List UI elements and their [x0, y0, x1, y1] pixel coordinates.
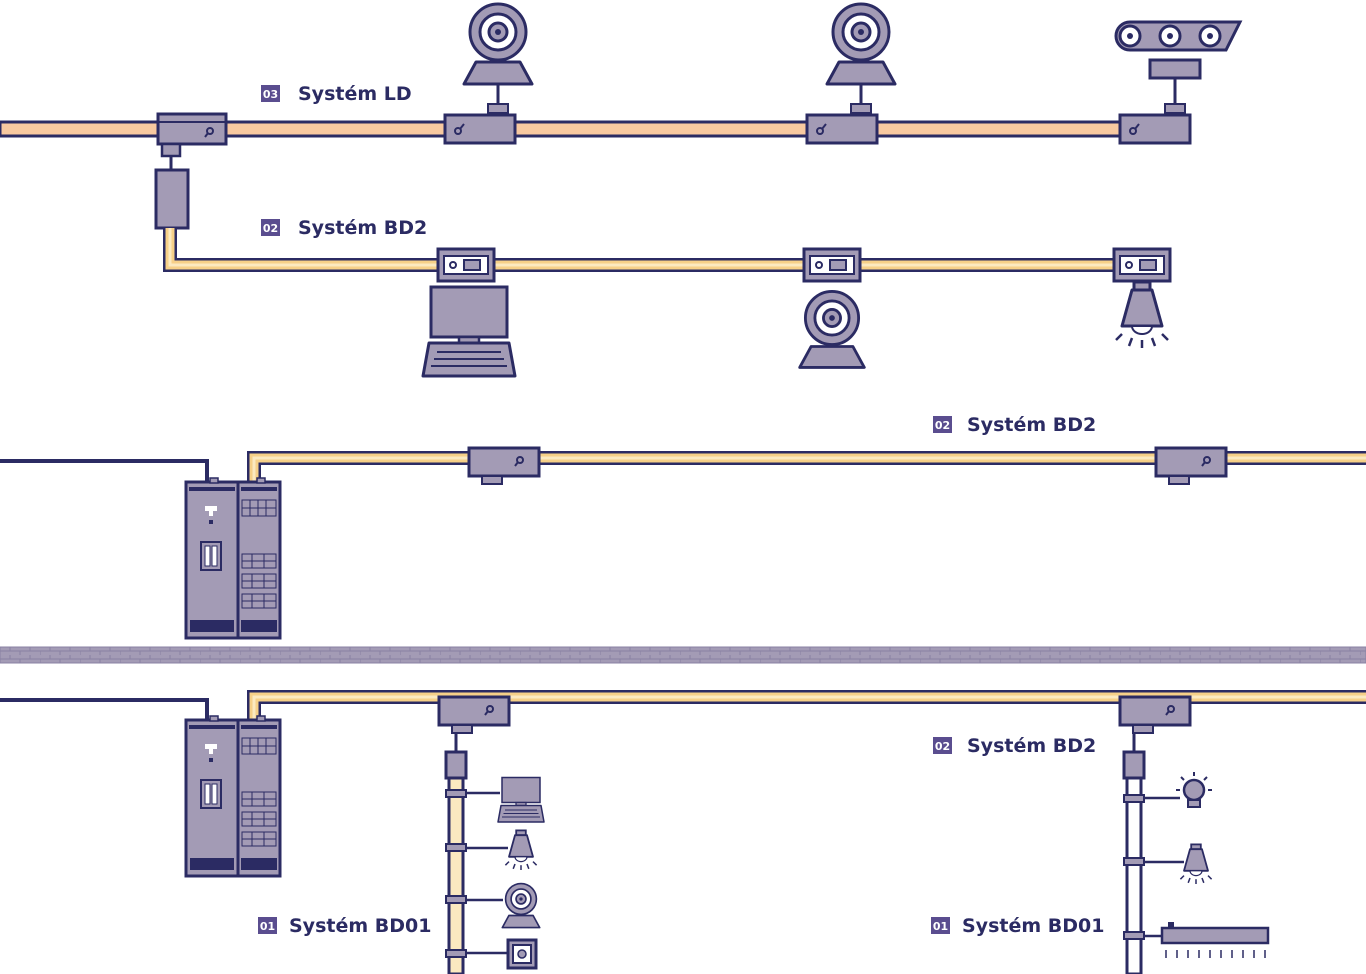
linear-light-icon	[1160, 922, 1270, 958]
svg-text:Systém LD: Systém LD	[298, 83, 412, 105]
feed-cable-lower	[0, 698, 209, 720]
svg-text:02: 02	[935, 419, 950, 432]
ld-feed-box	[154, 112, 228, 230]
floor-wall	[0, 646, 1366, 664]
conveyor-icon	[1114, 20, 1243, 145]
bd01-riser-right	[1118, 695, 1192, 974]
svg-text:Systém BD01: Systém BD01	[962, 915, 1104, 937]
label-ld: 03 Systém LD	[261, 83, 412, 105]
svg-text:Systém BD2: Systém BD2	[967, 735, 1096, 757]
lamp-right-icon	[1179, 843, 1213, 885]
tap-off-box-middle-1	[467, 446, 541, 486]
tap-off-box-icon	[443, 113, 517, 145]
svg-text:Systém BD01: Systém BD01	[289, 915, 431, 937]
switchgear-icon	[184, 476, 282, 640]
switchgear-lower	[184, 714, 282, 878]
tap-off-box-middle-2	[1154, 446, 1228, 486]
ld-motor-1	[443, 2, 534, 145]
label-bd01-right: 01 Systém BD01	[931, 915, 1104, 937]
svg-text:01: 01	[933, 920, 948, 933]
feed-cable-middle	[0, 459, 209, 482]
label-bd2-upper: 02 Systém BD2	[261, 217, 427, 239]
ld-motor-2	[805, 2, 897, 145]
svg-text:03: 03	[263, 88, 278, 101]
motor-icon	[798, 247, 866, 369]
svg-text:Systém BD2: Systém BD2	[298, 217, 427, 239]
svg-text:02: 02	[935, 740, 950, 753]
lamp-small-icon	[504, 829, 538, 871]
motor-small-icon	[501, 882, 541, 929]
svg-text:Systém BD2: Systém BD2	[967, 414, 1096, 436]
svg-text:01: 01	[260, 920, 275, 933]
bulb-icon	[1176, 772, 1212, 808]
socket-icon	[506, 938, 538, 970]
label-bd2-middle: 02 Systém BD2	[933, 414, 1096, 436]
label-bd01-left: 01 Systém BD01	[258, 915, 431, 937]
label-bd2-lower: 02 Systém BD2	[933, 735, 1096, 757]
bd01-riser-left	[437, 695, 511, 974]
svg-text:02: 02	[263, 222, 278, 235]
computer-small-icon	[497, 776, 545, 823]
lamp-icon	[1112, 247, 1172, 350]
